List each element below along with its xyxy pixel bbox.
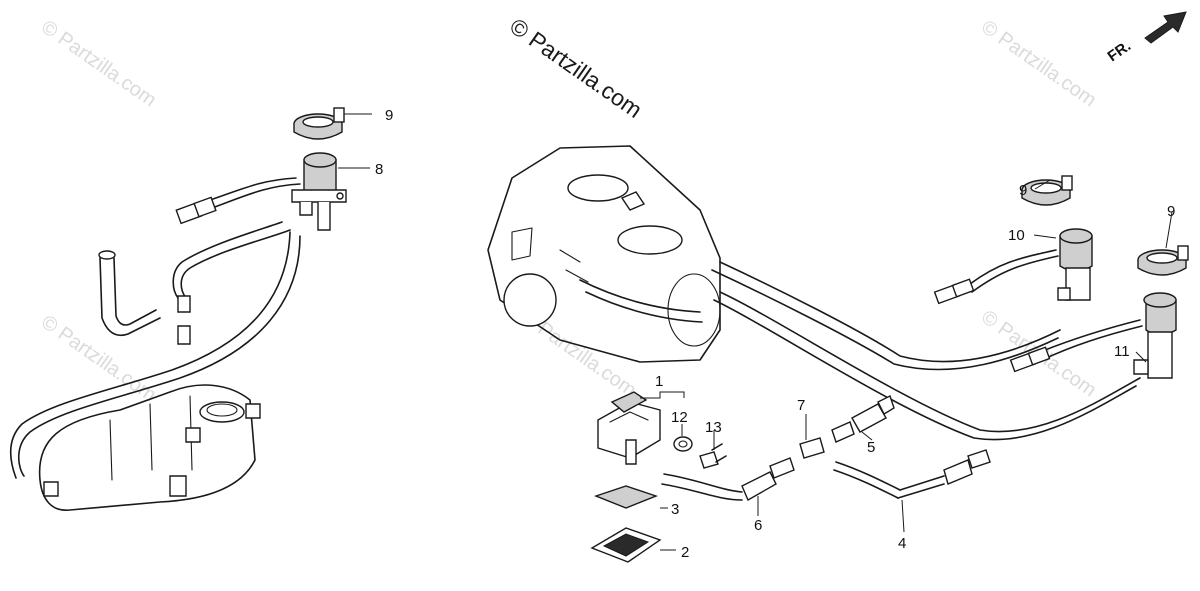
- holder-2: [590, 527, 662, 563]
- solenoid-valve-10: [933, 228, 1093, 305]
- front-label: FR.: [1105, 37, 1135, 65]
- callout-6: 6: [754, 517, 762, 534]
- callout-5: 5: [867, 439, 875, 456]
- watermark-top-left: © Partzilla.com: [37, 16, 160, 111]
- watermark-top-right: © Partzilla.com: [977, 16, 1100, 111]
- washer-12: [673, 436, 693, 452]
- air-case: [38, 384, 261, 511]
- callout-1: 1: [655, 373, 663, 390]
- callout-3: 3: [671, 501, 679, 518]
- callout-numbers: 9 8 9 10 9 11 1 12 13 3 2 6 7 5 4: [375, 107, 1175, 561]
- front-arrow-icon: [1144, 11, 1187, 44]
- callout-8: 8: [375, 161, 383, 178]
- solenoid-valve-11: [1009, 292, 1177, 379]
- part-1-valve-body: [597, 391, 661, 465]
- leader-lines: [338, 113, 1173, 551]
- callout-12: 12: [671, 409, 688, 426]
- watermark-main: © Partzilla.com: [505, 13, 647, 123]
- clamp-9-far-right: [1137, 245, 1189, 276]
- callout-11: 11: [1114, 343, 1130, 360]
- bolt-13: [699, 443, 727, 469]
- pad-3: [593, 485, 659, 509]
- callout-2: 2: [681, 544, 689, 561]
- callout-7: 7: [797, 397, 805, 414]
- solenoid-valve-8: [175, 152, 347, 231]
- callout-13: 13: [705, 419, 722, 436]
- right-assembly: [933, 175, 1189, 379]
- callout-4: 4: [898, 535, 906, 552]
- clamp-9-left: [293, 107, 345, 140]
- callout-9-left: 9: [385, 107, 393, 124]
- part-5-fitting: [831, 395, 895, 443]
- callout-9-upper-right: 9: [1019, 182, 1027, 199]
- callout-9-far-right: 9: [1167, 203, 1175, 220]
- callout-10: 10: [1008, 227, 1025, 244]
- front-direction-marker: FR.: [1105, 11, 1187, 65]
- lower-parts: [590, 391, 991, 563]
- joint-7: [799, 437, 825, 459]
- clamp-9-upper-right: [1021, 175, 1073, 206]
- left-assembly: [9, 107, 347, 511]
- engine-block: [487, 145, 721, 363]
